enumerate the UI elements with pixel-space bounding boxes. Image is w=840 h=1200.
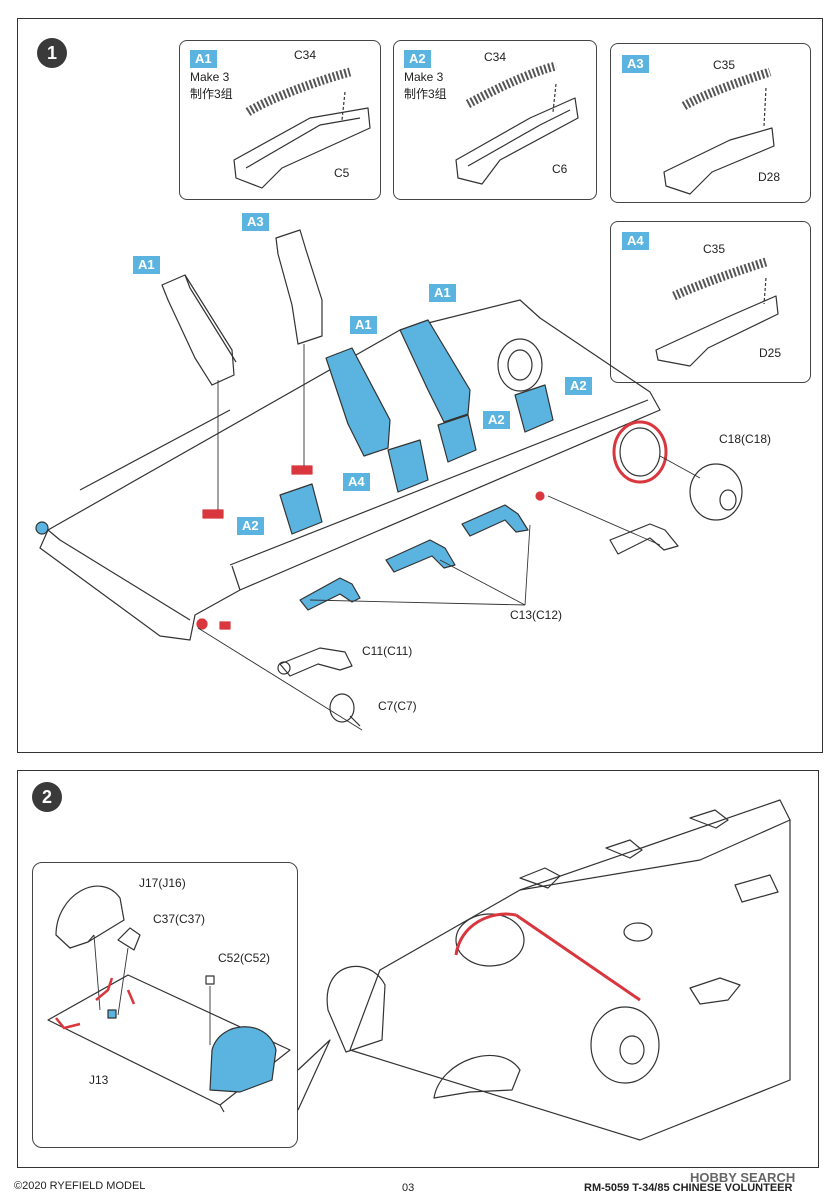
inset-a2-art	[455, 61, 579, 185]
inset-a2-tray-label: C6	[552, 162, 568, 176]
mudguard-blue	[209, 1026, 277, 1093]
arm-c13-3	[461, 504, 529, 537]
footer-watermark: HOBBY SEARCH	[690, 1170, 796, 1185]
step-1-number: 1	[37, 38, 67, 68]
step-1-drawing	[35, 61, 779, 731]
inset-a3-tray-label: D28	[758, 170, 781, 184]
inset-a1-art	[233, 67, 371, 189]
part-c52	[205, 975, 215, 985]
main-mudguard	[326, 965, 386, 1053]
inset-a2-note-cn: 制作3组	[404, 87, 447, 101]
label-c7: C7(C7)	[378, 699, 417, 713]
arm-c13-1	[299, 577, 361, 611]
hull-bottom	[349, 799, 791, 1141]
inset-a1-tray-label: C5	[334, 166, 350, 180]
part-c18	[689, 463, 743, 521]
torsion-arms	[519, 809, 741, 1005]
inset-a1-tag: A1	[190, 50, 217, 68]
label-c18: C18(C18)	[719, 432, 772, 446]
tray-a3-left	[275, 229, 323, 345]
inset-a1-spring-label: C34	[294, 48, 317, 62]
main-rear-guard	[433, 1054, 521, 1099]
spring-a2-blue-1	[514, 384, 554, 433]
sprocket-rear	[590, 1006, 660, 1084]
axle-left-blue	[35, 521, 49, 535]
tag-a4-mid: A4	[343, 473, 370, 491]
mount-red-5	[219, 621, 231, 630]
inset-a4-tag: A4	[622, 232, 649, 250]
inset-a4-spring-label: C35	[703, 242, 726, 256]
mount-red-1	[202, 509, 224, 519]
label-c13: C13(C12)	[510, 608, 563, 622]
red-arc-main	[454, 912, 517, 956]
inset-a3-tag: A3	[622, 55, 649, 73]
tag-a3-left: A3	[242, 213, 269, 231]
fender-j13	[47, 974, 291, 1113]
part-c7	[329, 693, 361, 727]
hull-side	[39, 299, 661, 641]
drive-sprocket	[619, 427, 661, 477]
wheel-front	[455, 913, 525, 967]
inset-a2	[393, 40, 597, 200]
bracket-c37	[117, 927, 141, 951]
step-2-number: 2	[32, 782, 62, 812]
label-c52: C52(C52)	[218, 951, 271, 965]
tag-a1-mid: A1	[350, 316, 377, 334]
tag-a1-left: A1	[133, 256, 160, 274]
footer-copyright: ©2020 RYEFIELD MODEL	[14, 1180, 146, 1192]
red-rod-1	[55, 1017, 81, 1030]
label-j13: J13	[89, 1073, 109, 1087]
tag-a1-right: A1	[429, 284, 456, 302]
inset-a2-spring-label: C34	[484, 50, 507, 64]
footer-product: RM-5059 T-34/85 CHINESE VOLUNTEER	[584, 1182, 793, 1194]
mudguard-j17	[55, 885, 125, 1011]
mount-red-4	[196, 618, 208, 630]
inset-a1-note-cn: 制作3组	[190, 87, 233, 101]
spring-a2-blue-2	[437, 414, 477, 463]
red-line-main	[515, 913, 641, 1002]
inset-a2-tag: A2	[404, 50, 431, 68]
step-2-inset	[32, 862, 298, 1148]
part-right-arm	[609, 523, 679, 555]
tray-a1-left	[161, 274, 237, 386]
mount-red-2	[291, 465, 313, 475]
arm-c13-2	[385, 539, 456, 573]
inset-a3-spring-label: C35	[713, 58, 736, 72]
label-c11: C11(C11)	[362, 644, 413, 658]
inset-a2-note-en: Make 3	[404, 70, 444, 84]
label-j17: J17(J16)	[139, 876, 186, 890]
inset-a4-tray-label: D25	[759, 346, 782, 360]
tag-a2-mid: A2	[483, 411, 510, 429]
tray-a1-blue-1	[325, 347, 391, 457]
spring-a2-blue-3	[279, 483, 323, 535]
tag-a2-right: A2	[565, 377, 592, 395]
label-c37: C37(C37)	[153, 912, 206, 926]
part-c11	[277, 647, 353, 677]
small-blue-part	[107, 1009, 117, 1019]
tray-a1-blue-2	[399, 319, 471, 423]
inset-a1-note-en: Make 3	[190, 70, 230, 84]
drive-sprocket-red-ring	[612, 420, 668, 484]
inset-a4-art	[655, 257, 779, 367]
red-rod-2	[95, 977, 114, 1001]
footer-page-number: 03	[402, 1182, 415, 1194]
spring-a4-blue	[387, 439, 429, 493]
mount-red-3	[535, 491, 545, 501]
red-rod-3	[126, 989, 136, 1005]
inset-a3-art	[663, 67, 775, 195]
tag-a2-left: A2	[237, 517, 264, 535]
